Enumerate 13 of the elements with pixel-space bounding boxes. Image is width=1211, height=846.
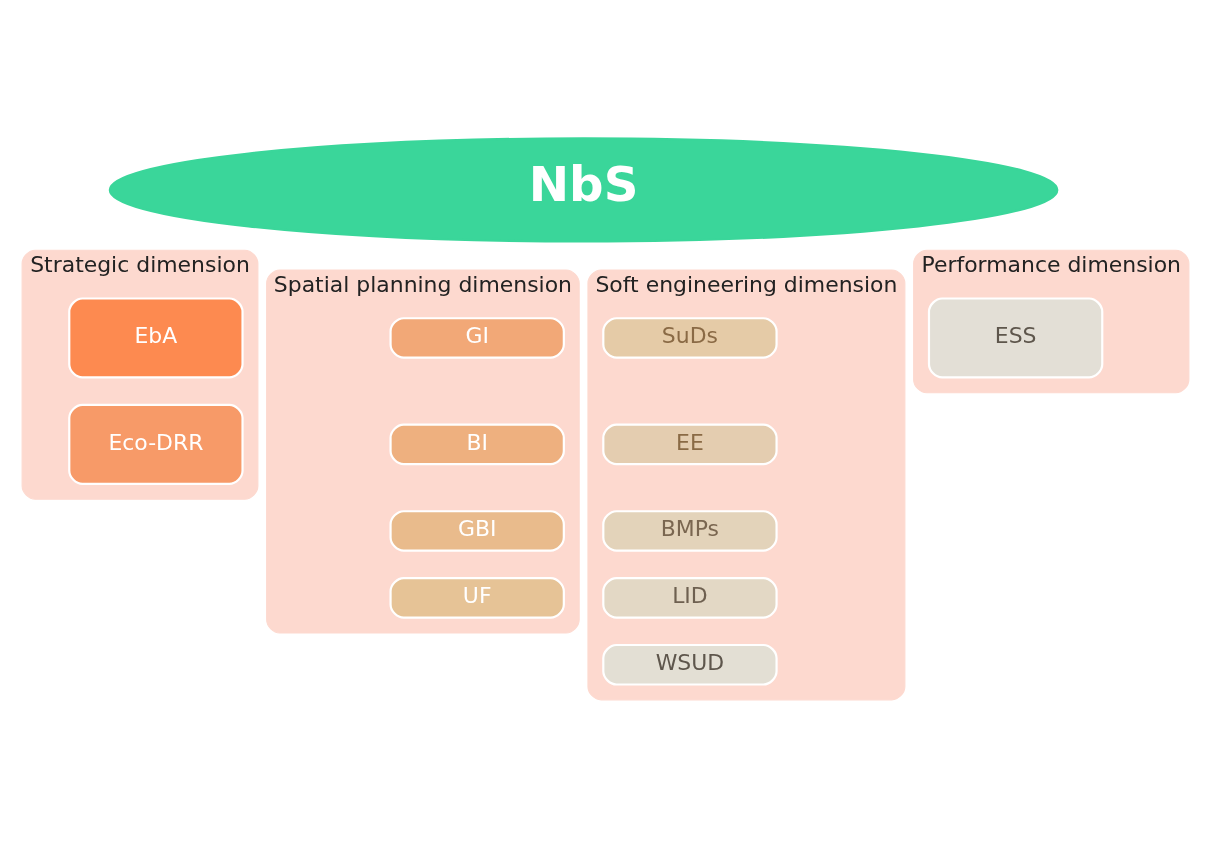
- node-box: Eco-DRR: [68, 403, 244, 485]
- node-box: BI: [389, 423, 565, 465]
- node-box: EE: [602, 423, 778, 465]
- node-box: LID: [602, 576, 778, 619]
- node-box: SuDs: [602, 316, 778, 359]
- node-box: ESS: [927, 296, 1104, 379]
- node-box: GI: [389, 316, 565, 359]
- node-box: GBI: [389, 509, 565, 552]
- node-ellipse: NbS: [108, 136, 1059, 243]
- node-box: UF: [389, 576, 565, 619]
- node-box: EbA: [68, 296, 244, 379]
- node-box: BMPs: [602, 509, 778, 552]
- node-box: WSUD: [602, 643, 778, 686]
